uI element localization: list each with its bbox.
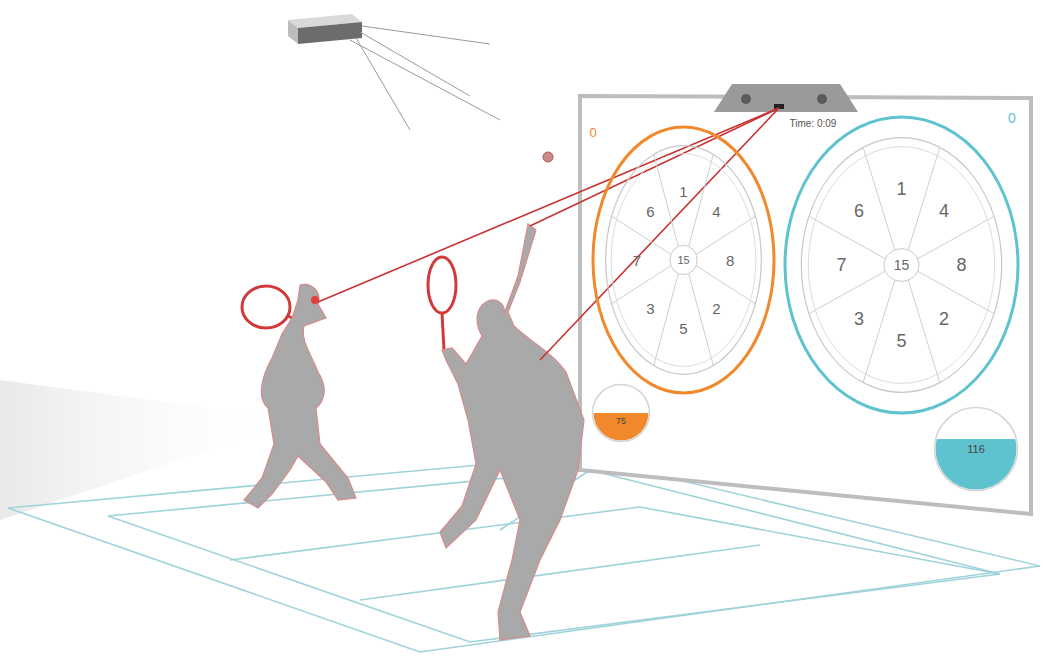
gauge-rim xyxy=(593,385,650,442)
sector-line xyxy=(863,280,895,383)
bullseye-value: 15 xyxy=(894,258,910,272)
score-value: 75 xyxy=(616,417,626,426)
player-man xyxy=(428,224,584,640)
score-value: 116 xyxy=(967,444,985,455)
sector-value: 3 xyxy=(646,301,654,316)
board-rim xyxy=(785,117,1018,413)
sector-line xyxy=(809,271,885,313)
sector-line xyxy=(696,266,755,304)
gauge-fill xyxy=(933,439,1019,525)
sector-value: 4 xyxy=(712,204,720,219)
sensor-rays xyxy=(318,108,779,360)
sector-line xyxy=(908,147,940,250)
score-gauge: 116 xyxy=(933,406,1019,492)
sector-value: 5 xyxy=(679,321,687,336)
board-ring xyxy=(808,147,994,384)
player-woman xyxy=(242,284,356,508)
score-gauge: 75 xyxy=(591,383,651,443)
bullseye xyxy=(670,245,697,274)
sector-value: 1 xyxy=(896,180,906,198)
sector-line xyxy=(918,271,994,313)
sector-value: 6 xyxy=(646,204,654,219)
sector-line xyxy=(863,147,895,250)
score-counter: 0 xyxy=(589,126,596,139)
sector-line xyxy=(654,154,679,246)
gauge-circle xyxy=(591,383,651,443)
sector-value: 4 xyxy=(939,202,949,220)
bullseye-value: 15 xyxy=(677,255,689,266)
sector-line xyxy=(612,266,671,304)
bullseye xyxy=(884,249,919,282)
board-rim xyxy=(593,127,774,393)
sector-line xyxy=(689,274,714,366)
sector-value: 7 xyxy=(633,253,641,268)
ball xyxy=(543,152,553,162)
gauge-fill xyxy=(591,413,651,473)
sector-line xyxy=(612,216,671,254)
sector-value: 2 xyxy=(712,301,720,316)
gauge-rim xyxy=(935,408,1018,491)
sector-line xyxy=(654,274,679,366)
sector-line xyxy=(908,280,940,383)
board-ring xyxy=(611,154,756,367)
sector-value: 2 xyxy=(939,310,949,328)
board-ring xyxy=(606,146,762,375)
sector-value: 6 xyxy=(854,202,864,220)
sector-value: 5 xyxy=(896,332,906,350)
camera-bar xyxy=(714,84,858,112)
board-ring xyxy=(801,138,1001,393)
sector-value: 3 xyxy=(854,310,864,328)
score-counter: 0 xyxy=(1008,111,1016,125)
display-screen: 0Time: 0:0901482537615751482537615116 xyxy=(583,98,1028,508)
timer-text: Time: 0:09 xyxy=(790,119,837,129)
sector-line xyxy=(689,154,714,246)
target-board: 1482537615 xyxy=(783,115,1020,415)
sector-value: 8 xyxy=(957,256,967,274)
sector-value: 7 xyxy=(836,256,846,274)
target-board: 1482537615 xyxy=(591,125,776,395)
sector-line xyxy=(918,216,994,258)
sector-value: 8 xyxy=(726,253,734,268)
projector xyxy=(288,14,500,130)
sector-line xyxy=(809,216,885,258)
sector-line xyxy=(696,216,755,254)
sector-value: 1 xyxy=(679,184,687,199)
